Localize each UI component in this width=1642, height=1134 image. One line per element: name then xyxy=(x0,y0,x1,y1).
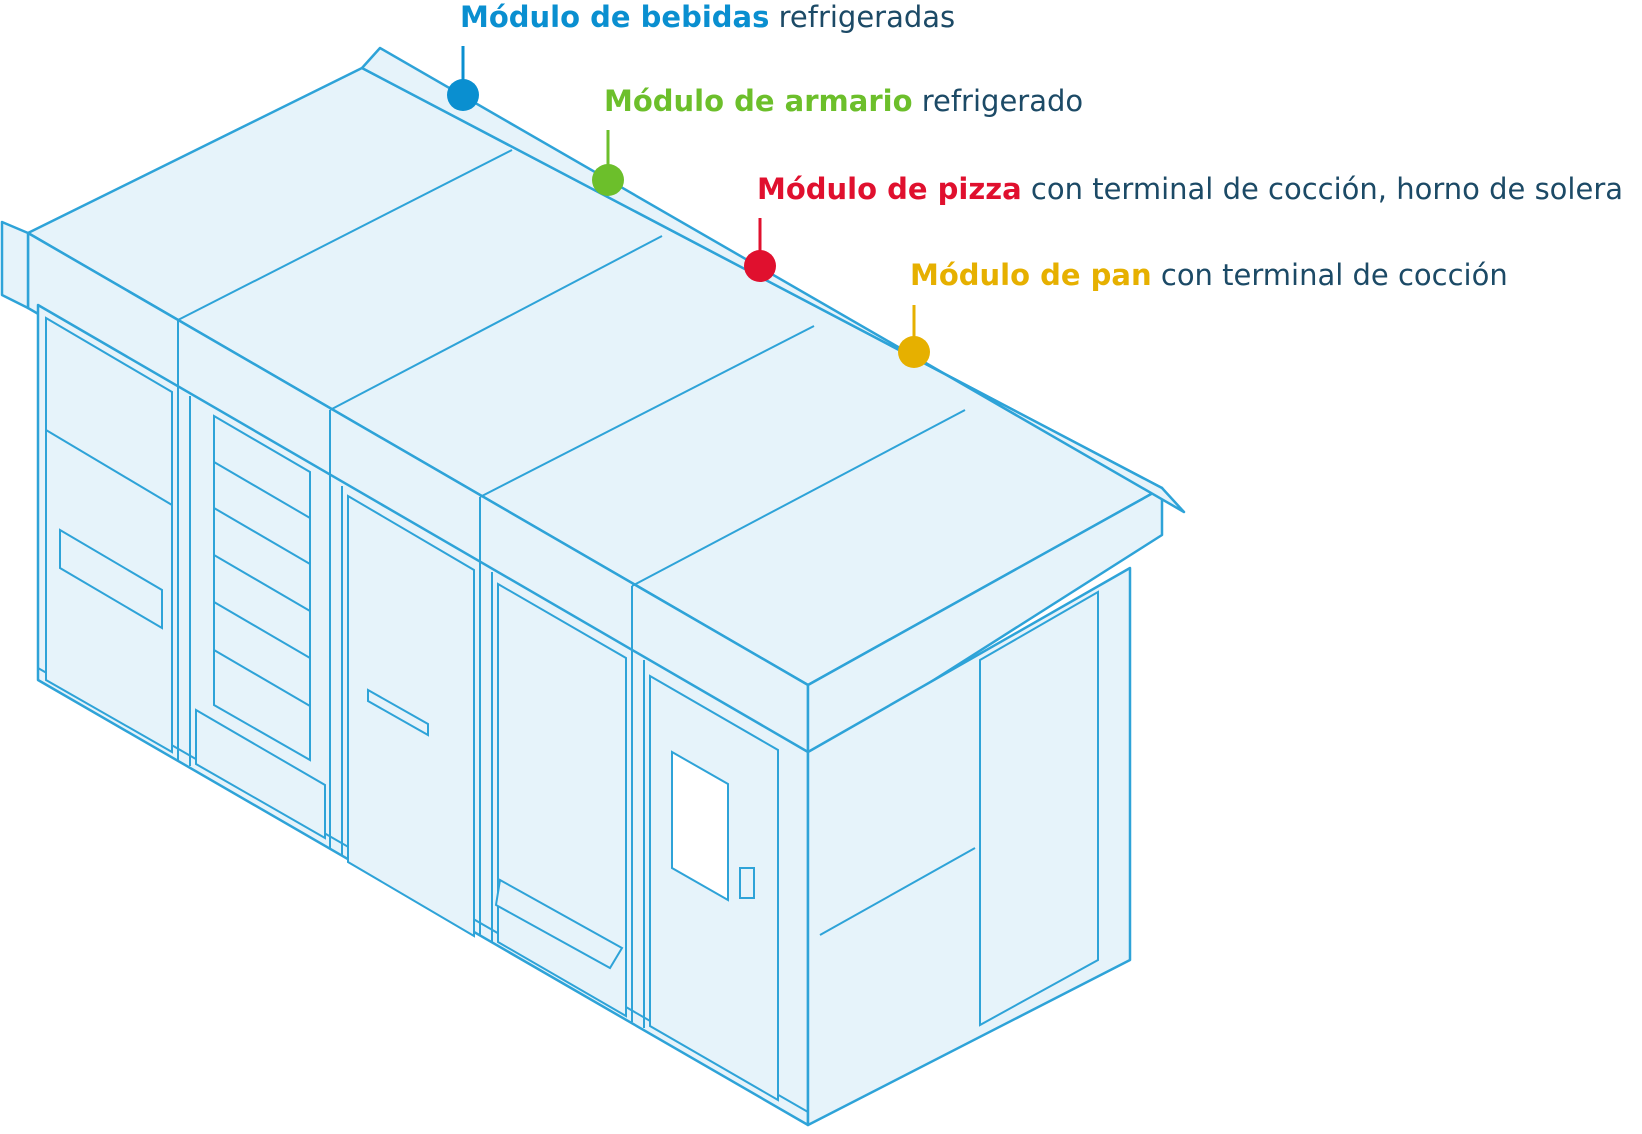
callout-beverage: Módulo de bebidas refrigeradas xyxy=(460,0,955,34)
marker-dot-pizza xyxy=(744,250,776,282)
pizza-slot xyxy=(367,688,429,737)
callout-armario-desc: refrigerado xyxy=(912,84,1084,118)
locker-panel xyxy=(213,414,311,762)
beverage-slot xyxy=(59,528,163,630)
roof-rear-rail xyxy=(360,46,1186,514)
roof-seam xyxy=(479,325,815,498)
terminal-screen xyxy=(671,750,729,902)
marker-dot-beverage xyxy=(447,79,479,111)
callout-markers xyxy=(447,46,930,368)
beverage-door xyxy=(45,316,173,754)
callout-pizza-title: Módulo de pizza xyxy=(757,172,1022,206)
callout-beverage-desc: refrigeradas xyxy=(769,0,956,34)
bread-tray xyxy=(494,878,624,970)
callout-pan-desc: con terminal de cocción xyxy=(1151,258,1508,292)
callout-beverage-title: Módulo de bebidas xyxy=(460,0,770,34)
terminal-keypad xyxy=(739,867,755,899)
callout-armario-title: Módulo de armario xyxy=(604,84,913,118)
marker-dot-armario xyxy=(592,164,624,196)
end-door xyxy=(979,590,1099,1027)
roof-seam xyxy=(329,235,663,411)
roof-left-cap xyxy=(0,220,30,310)
locker-drawer xyxy=(195,708,326,840)
roof-seam xyxy=(631,409,966,587)
marker-dot-pan xyxy=(898,336,930,368)
callout-pan: Módulo de pan con terminal de cocción xyxy=(910,258,1508,292)
callout-pizza: Módulo de pizza con terminal de cocción,… xyxy=(757,172,1623,206)
callout-pizza-desc: con terminal de cocción, horno de solera xyxy=(1021,172,1624,206)
callout-armario: Módulo de armario refrigerado xyxy=(604,84,1083,118)
roof-end-fascia xyxy=(806,486,1164,762)
callout-pan-title: Módulo de pan xyxy=(910,258,1152,292)
roof-seam xyxy=(177,149,513,321)
